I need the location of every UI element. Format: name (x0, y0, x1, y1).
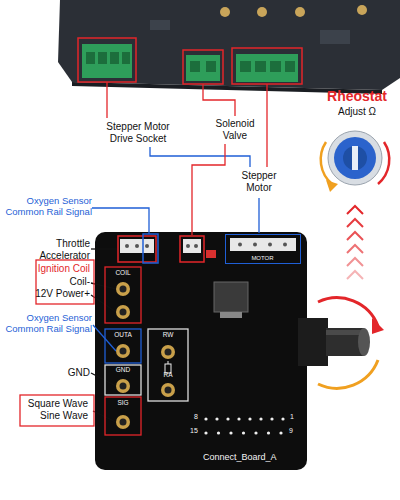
top-board (320, 30, 350, 44)
rheostat-shaft (298, 298, 384, 389)
rheostat-knob (334, 137, 376, 179)
callout-label: 12V Power+ (0, 288, 90, 300)
top-board (257, 7, 267, 17)
rheostat-shaft (326, 330, 364, 335)
drive-socket-connector (82, 44, 132, 78)
rheostat-shaft (326, 328, 364, 356)
callout-label: Stepper Motor Drive Socket (98, 121, 178, 144)
pin-number: 15 (186, 427, 202, 435)
callout-label: GND (0, 367, 90, 379)
rheostat-shaft (372, 318, 384, 334)
stepper-connector (240, 61, 251, 72)
rheostat-shaft (318, 360, 378, 388)
rheostat-knob (328, 131, 382, 185)
callout-label: Oxygen Sensor Common Rail Signal (0, 196, 92, 218)
solenoid-connector (186, 55, 220, 81)
rheostat-knob (352, 146, 358, 170)
rheostat-knob (378, 142, 389, 184)
motor-connector-box: MOTOR (225, 234, 301, 264)
solenoid-connector (190, 61, 200, 72)
rheostat-knob (321, 131, 390, 192)
drive-socket-connector (78, 38, 136, 82)
rheostat-shaft (358, 328, 370, 356)
direction-chevron (347, 219, 363, 227)
callout-label: Coil- (0, 276, 90, 288)
node-text: MOTOR (226, 255, 299, 262)
leader-line (150, 147, 250, 167)
callout-label: Oxygen Sensor Common Rail Signal (0, 313, 92, 335)
rheostat-knob (321, 142, 332, 184)
top-board (295, 7, 305, 17)
callout-label: Ignition Coil (0, 263, 90, 275)
drive-socket-connector (86, 52, 95, 64)
top-board (220, 7, 230, 17)
solenoid-connector (183, 50, 223, 84)
leader-line (92, 208, 149, 234)
callout-label: Sine Wave (0, 410, 88, 422)
callout-label: Solenoid Valve (208, 118, 262, 141)
silk-label: OUTA (105, 331, 141, 338)
drive-socket-connector (110, 52, 119, 64)
callout-label: Rheostat (317, 88, 397, 104)
top-board (58, 0, 400, 90)
direction-chevron (347, 258, 363, 266)
direction-chevron (347, 271, 363, 279)
stepper-connector (255, 61, 266, 72)
silk-label: SIG (105, 399, 141, 406)
drive-socket-connector (98, 52, 107, 64)
drive-socket-connector (78, 38, 136, 82)
pin-number: 9 (285, 427, 297, 435)
pin-number: 8 (190, 413, 202, 421)
top-board (58, 0, 400, 94)
rheostat-knob (343, 146, 367, 170)
silk-label: RW (148, 331, 188, 338)
leader-line (106, 82, 107, 118)
stepper-connector (236, 54, 298, 82)
rheostat-shaft (318, 298, 378, 326)
rheostat-knob (326, 180, 338, 192)
stepper-connector (270, 61, 281, 72)
direction-chevron (347, 206, 363, 279)
drive-socket-connector (122, 52, 130, 64)
leader-line (258, 198, 259, 233)
callout-label: Adjust Ω (317, 106, 397, 118)
pcb-board: Connect_Board_A MOTOR (95, 232, 307, 470)
top-board (357, 5, 367, 15)
stepper-connector (285, 61, 295, 72)
leader-line (203, 84, 235, 116)
pin-number: 1 (286, 413, 298, 421)
callout-label: Stepper Motor (232, 170, 286, 193)
solenoid-connector (183, 50, 223, 84)
leader-line (266, 84, 267, 167)
leader-line (192, 144, 225, 235)
solenoid-connector (206, 61, 216, 72)
silk-label: COIL (105, 269, 141, 276)
direction-chevron (347, 232, 363, 240)
stepper-connector (232, 48, 302, 84)
node-text: Connect_Board_A (203, 452, 303, 462)
direction-chevron (347, 245, 363, 253)
callout-label: Throttle Accelerator (30, 238, 90, 261)
stepper-connector (232, 48, 302, 84)
silk-label: RA (148, 371, 188, 378)
direction-chevron (347, 206, 363, 214)
silk-label: GND (105, 366, 141, 373)
callout-label: Square Wave (0, 398, 88, 410)
top-board (150, 20, 170, 30)
